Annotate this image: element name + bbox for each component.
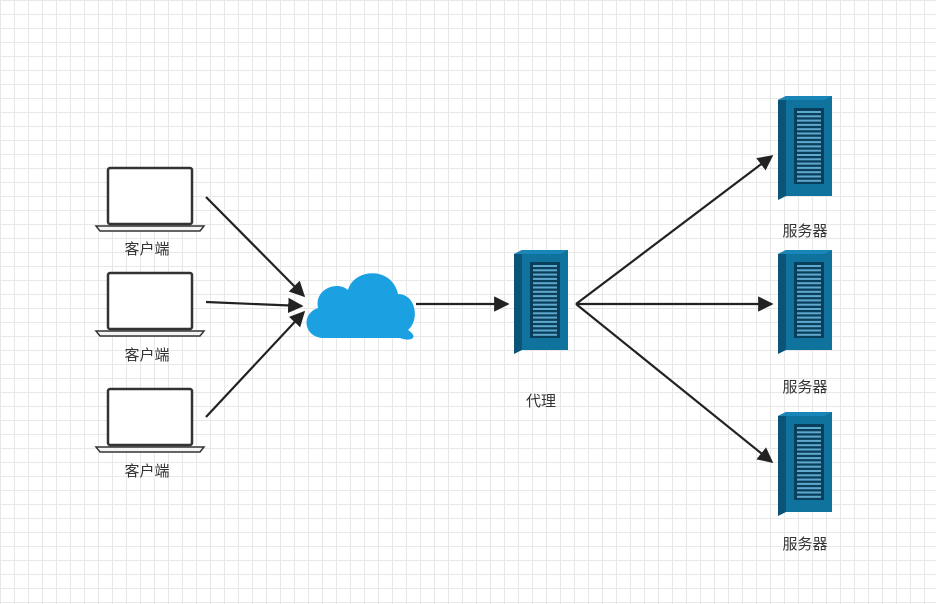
server-slot: [797, 457, 821, 460]
arrow-client-2-to-cloud: [205, 297, 304, 314]
server-slot: [533, 273, 557, 276]
client-laptop-3: [94, 387, 206, 453]
server-slot: [533, 333, 557, 336]
server-slot: [797, 444, 821, 447]
server-slot: [797, 461, 821, 464]
server-slot: [797, 295, 821, 298]
server-slot: [797, 171, 821, 174]
server-slot: [797, 175, 821, 178]
server-2: [778, 250, 832, 354]
proxy-server: [514, 250, 568, 354]
server-slot: [797, 265, 821, 267]
server-slot: [533, 329, 557, 332]
server-slot: [797, 136, 821, 139]
server-slot: [797, 282, 821, 285]
server-slot: [797, 273, 821, 276]
server-slot: [797, 269, 821, 272]
server-slot: [797, 491, 821, 494]
server-slot: [797, 448, 821, 451]
server-icon: [778, 96, 832, 200]
server-slot: [797, 111, 821, 113]
server-slot: [797, 145, 821, 148]
server-1: [778, 96, 832, 200]
server-slot: [797, 495, 821, 498]
server-slot: [797, 325, 821, 328]
server-slot: [797, 290, 821, 293]
server-label-2: 服务器: [782, 378, 828, 396]
server-slot: [533, 265, 557, 267]
server-slot: [797, 431, 821, 434]
arrow-client-1-to-cloud: [205, 196, 306, 298]
server-slot: [533, 303, 557, 306]
server-slot: [797, 299, 821, 302]
server-slot: [533, 320, 557, 323]
server-slot: [797, 128, 821, 131]
server-slot: [533, 295, 557, 298]
server-slot: [797, 478, 821, 481]
server-slot: [533, 299, 557, 302]
server-label-1: 服务器: [782, 222, 828, 240]
server-slot: [797, 303, 821, 306]
server-slot: [797, 149, 821, 152]
server-slot: [797, 277, 821, 280]
server-slot: [797, 333, 821, 336]
server-slot: [797, 435, 821, 438]
arrow-proxy-to-server-1: [575, 155, 774, 305]
server-slot: [797, 329, 821, 332]
laptop-icon: [94, 387, 206, 453]
server-slot: [533, 286, 557, 289]
server-slot: [797, 115, 821, 118]
server-slot: [797, 179, 821, 182]
server-slot: [797, 465, 821, 468]
server-slot: [797, 427, 821, 429]
server-icon: [778, 412, 832, 516]
server-slot: [797, 470, 821, 472]
arrows: [205, 155, 774, 463]
server-slot: [797, 158, 821, 161]
server-slot: [797, 316, 821, 319]
server-slot: [797, 123, 821, 126]
server-slot: [533, 312, 557, 315]
client-laptop-1: [94, 166, 206, 232]
server-slot: [533, 277, 557, 280]
server-slot: [797, 312, 821, 315]
client-laptop-2: [94, 271, 206, 337]
server-label-3: 服务器: [782, 535, 828, 553]
server-slot: [797, 286, 821, 289]
server-slot: [533, 282, 557, 285]
server-slot: [797, 452, 821, 455]
server-icon: [778, 250, 832, 354]
server-slot: [797, 487, 821, 490]
server-slot: [797, 154, 821, 156]
server-slot: [797, 320, 821, 323]
client-label-1: 客户端: [124, 240, 170, 258]
server-slot: [533, 325, 557, 328]
server-slot: [533, 290, 557, 293]
server-slot: [797, 141, 821, 144]
server-icon: [514, 250, 568, 354]
proxy-label: 代理: [525, 392, 557, 410]
client-label-2: 客户端: [124, 346, 170, 364]
server-slot: [533, 269, 557, 272]
server-3: [778, 412, 832, 516]
server-slot: [797, 474, 821, 477]
server-slot: [797, 166, 821, 169]
server-slot: [797, 162, 821, 165]
server-slot: [533, 308, 557, 310]
cloud-icon: [306, 273, 415, 340]
server-slot: [797, 119, 821, 122]
laptop-icon: [94, 271, 206, 337]
client-label-3: 客户端: [124, 462, 170, 480]
server-slot: [797, 308, 821, 310]
server-slot: [533, 316, 557, 319]
arrow-proxy-to-server-3: [575, 303, 774, 463]
server-slot: [797, 482, 821, 485]
laptop-icon: [94, 166, 206, 232]
server-slot: [797, 132, 821, 135]
arrow-client-3-to-cloud: [205, 310, 306, 418]
server-slot: [797, 439, 821, 442]
